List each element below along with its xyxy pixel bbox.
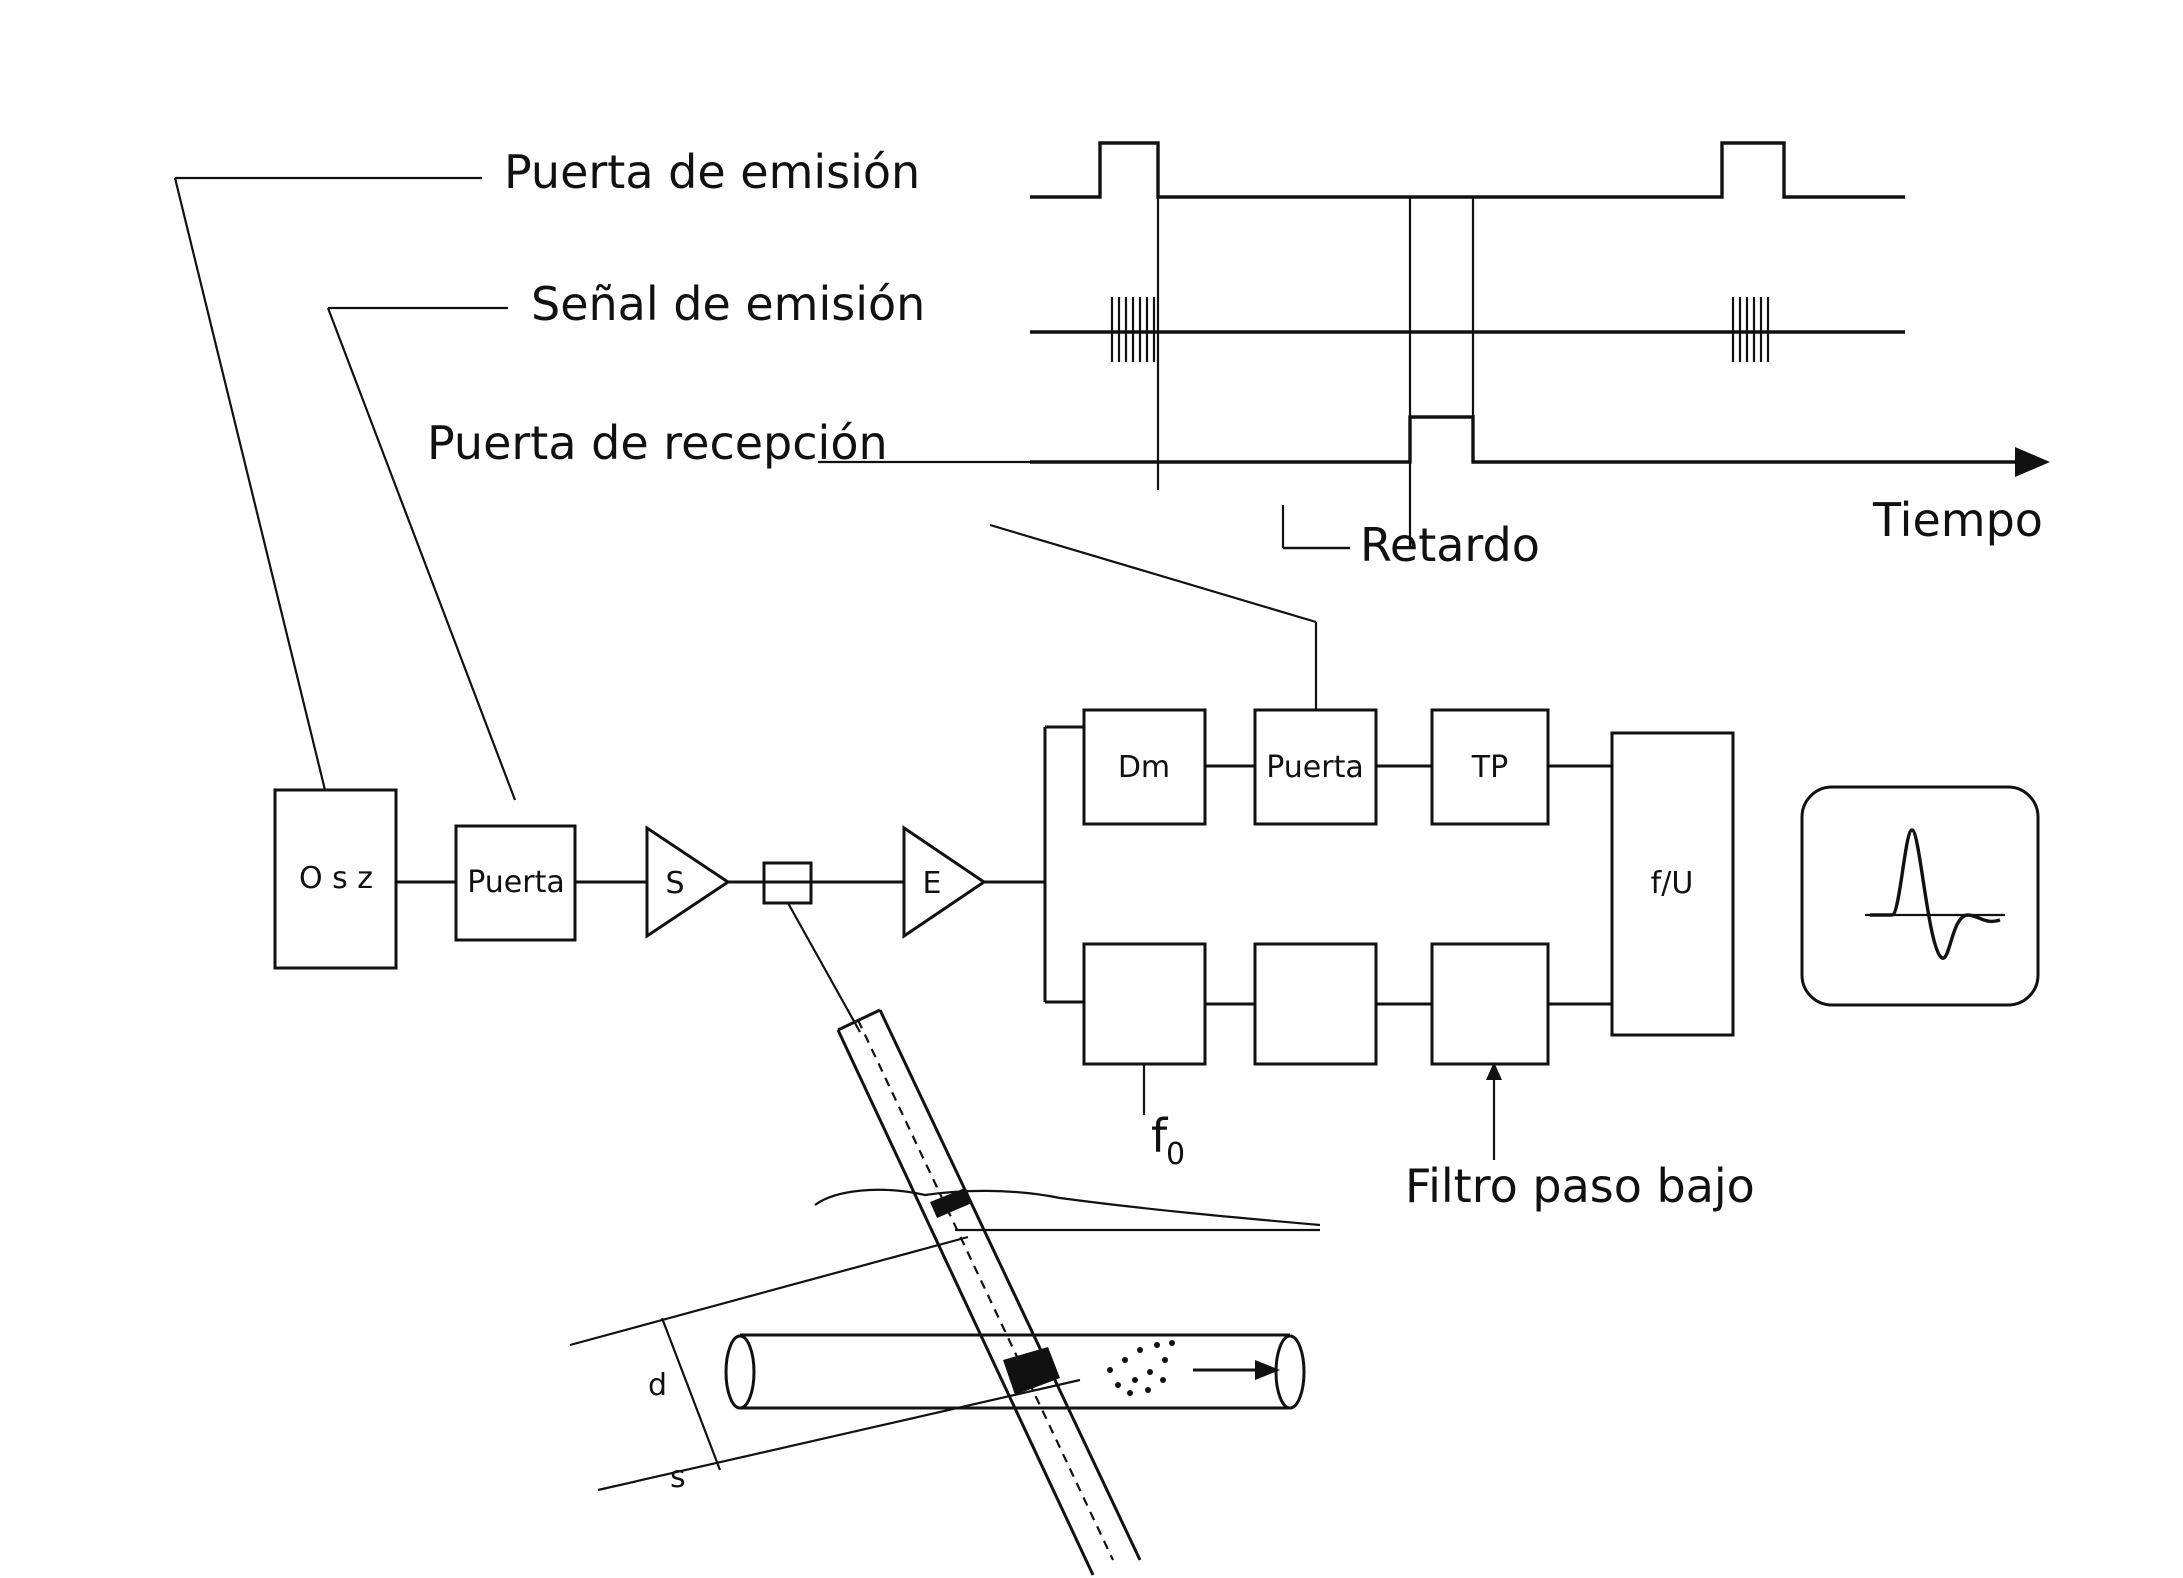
- skin-contour: [814, 1188, 1321, 1227]
- osz-label: O s z: [299, 861, 373, 896]
- label-retardo: Retardo: [1360, 518, 1540, 572]
- probe: [836, 1008, 1142, 1576]
- time-arrow: [1935, 447, 2050, 477]
- amp-e-block: [902, 825, 987, 939]
- leader-lines: [173, 176, 1318, 801]
- lower-block-1: [1082, 942, 1207, 1066]
- emission-signal-waveform: [1030, 297, 1905, 362]
- lowpass-arrow: [1486, 1062, 1502, 1160]
- probe-cable: [787, 902, 861, 1033]
- label-filtro-paso-bajo: Filtro paso bajo: [1405, 1159, 1755, 1213]
- timing-reference-lines: [1156, 143, 1475, 550]
- puerta1-label: Puerta: [467, 865, 565, 900]
- tp-label: TP: [1471, 750, 1508, 785]
- label-d: d: [648, 1368, 667, 1403]
- lower-block-2: [1253, 942, 1378, 1066]
- label-puerta-emision: Puerta de emisión: [504, 145, 920, 199]
- fu-label: f/U: [1651, 866, 1694, 901]
- amp-s-label: S: [665, 866, 684, 901]
- f0-subscript: 0: [1166, 1137, 1185, 1172]
- doppler-waveform: [1870, 828, 2001, 960]
- blood-particles: [1107, 1340, 1175, 1396]
- label-s: s: [670, 1460, 686, 1495]
- beam-lines: [569, 1228, 1320, 1492]
- f0-label: f: [1151, 1109, 1169, 1163]
- osz-block: [273, 788, 398, 970]
- gate-emission-waveform: [1030, 141, 1905, 199]
- label-puerta-recepcion: Puerta de recepción: [427, 416, 888, 470]
- wires-main-split: [984, 725, 1084, 1004]
- vessel: [724, 1333, 1306, 1410]
- dm-label: Dm: [1118, 750, 1170, 785]
- fu-block: [1610, 731, 1735, 1037]
- flow-arrow: [1193, 1360, 1280, 1380]
- amp-s-block: [645, 825, 731, 939]
- amp-e-label: E: [923, 866, 942, 901]
- label-tiempo: Tiempo: [1872, 493, 2043, 547]
- label-senal-emision: Señal de emisión: [531, 277, 925, 331]
- transducer-junction: [762, 861, 813, 905]
- lower-block-3: [1430, 942, 1550, 1066]
- retardo-bracket: [1281, 505, 1350, 550]
- gate-reception-waveform: [1030, 415, 1935, 464]
- sample-volume: [1003, 1347, 1060, 1395]
- puerta2-label: Puerta: [1266, 750, 1364, 785]
- display-block: [1800, 785, 2040, 1007]
